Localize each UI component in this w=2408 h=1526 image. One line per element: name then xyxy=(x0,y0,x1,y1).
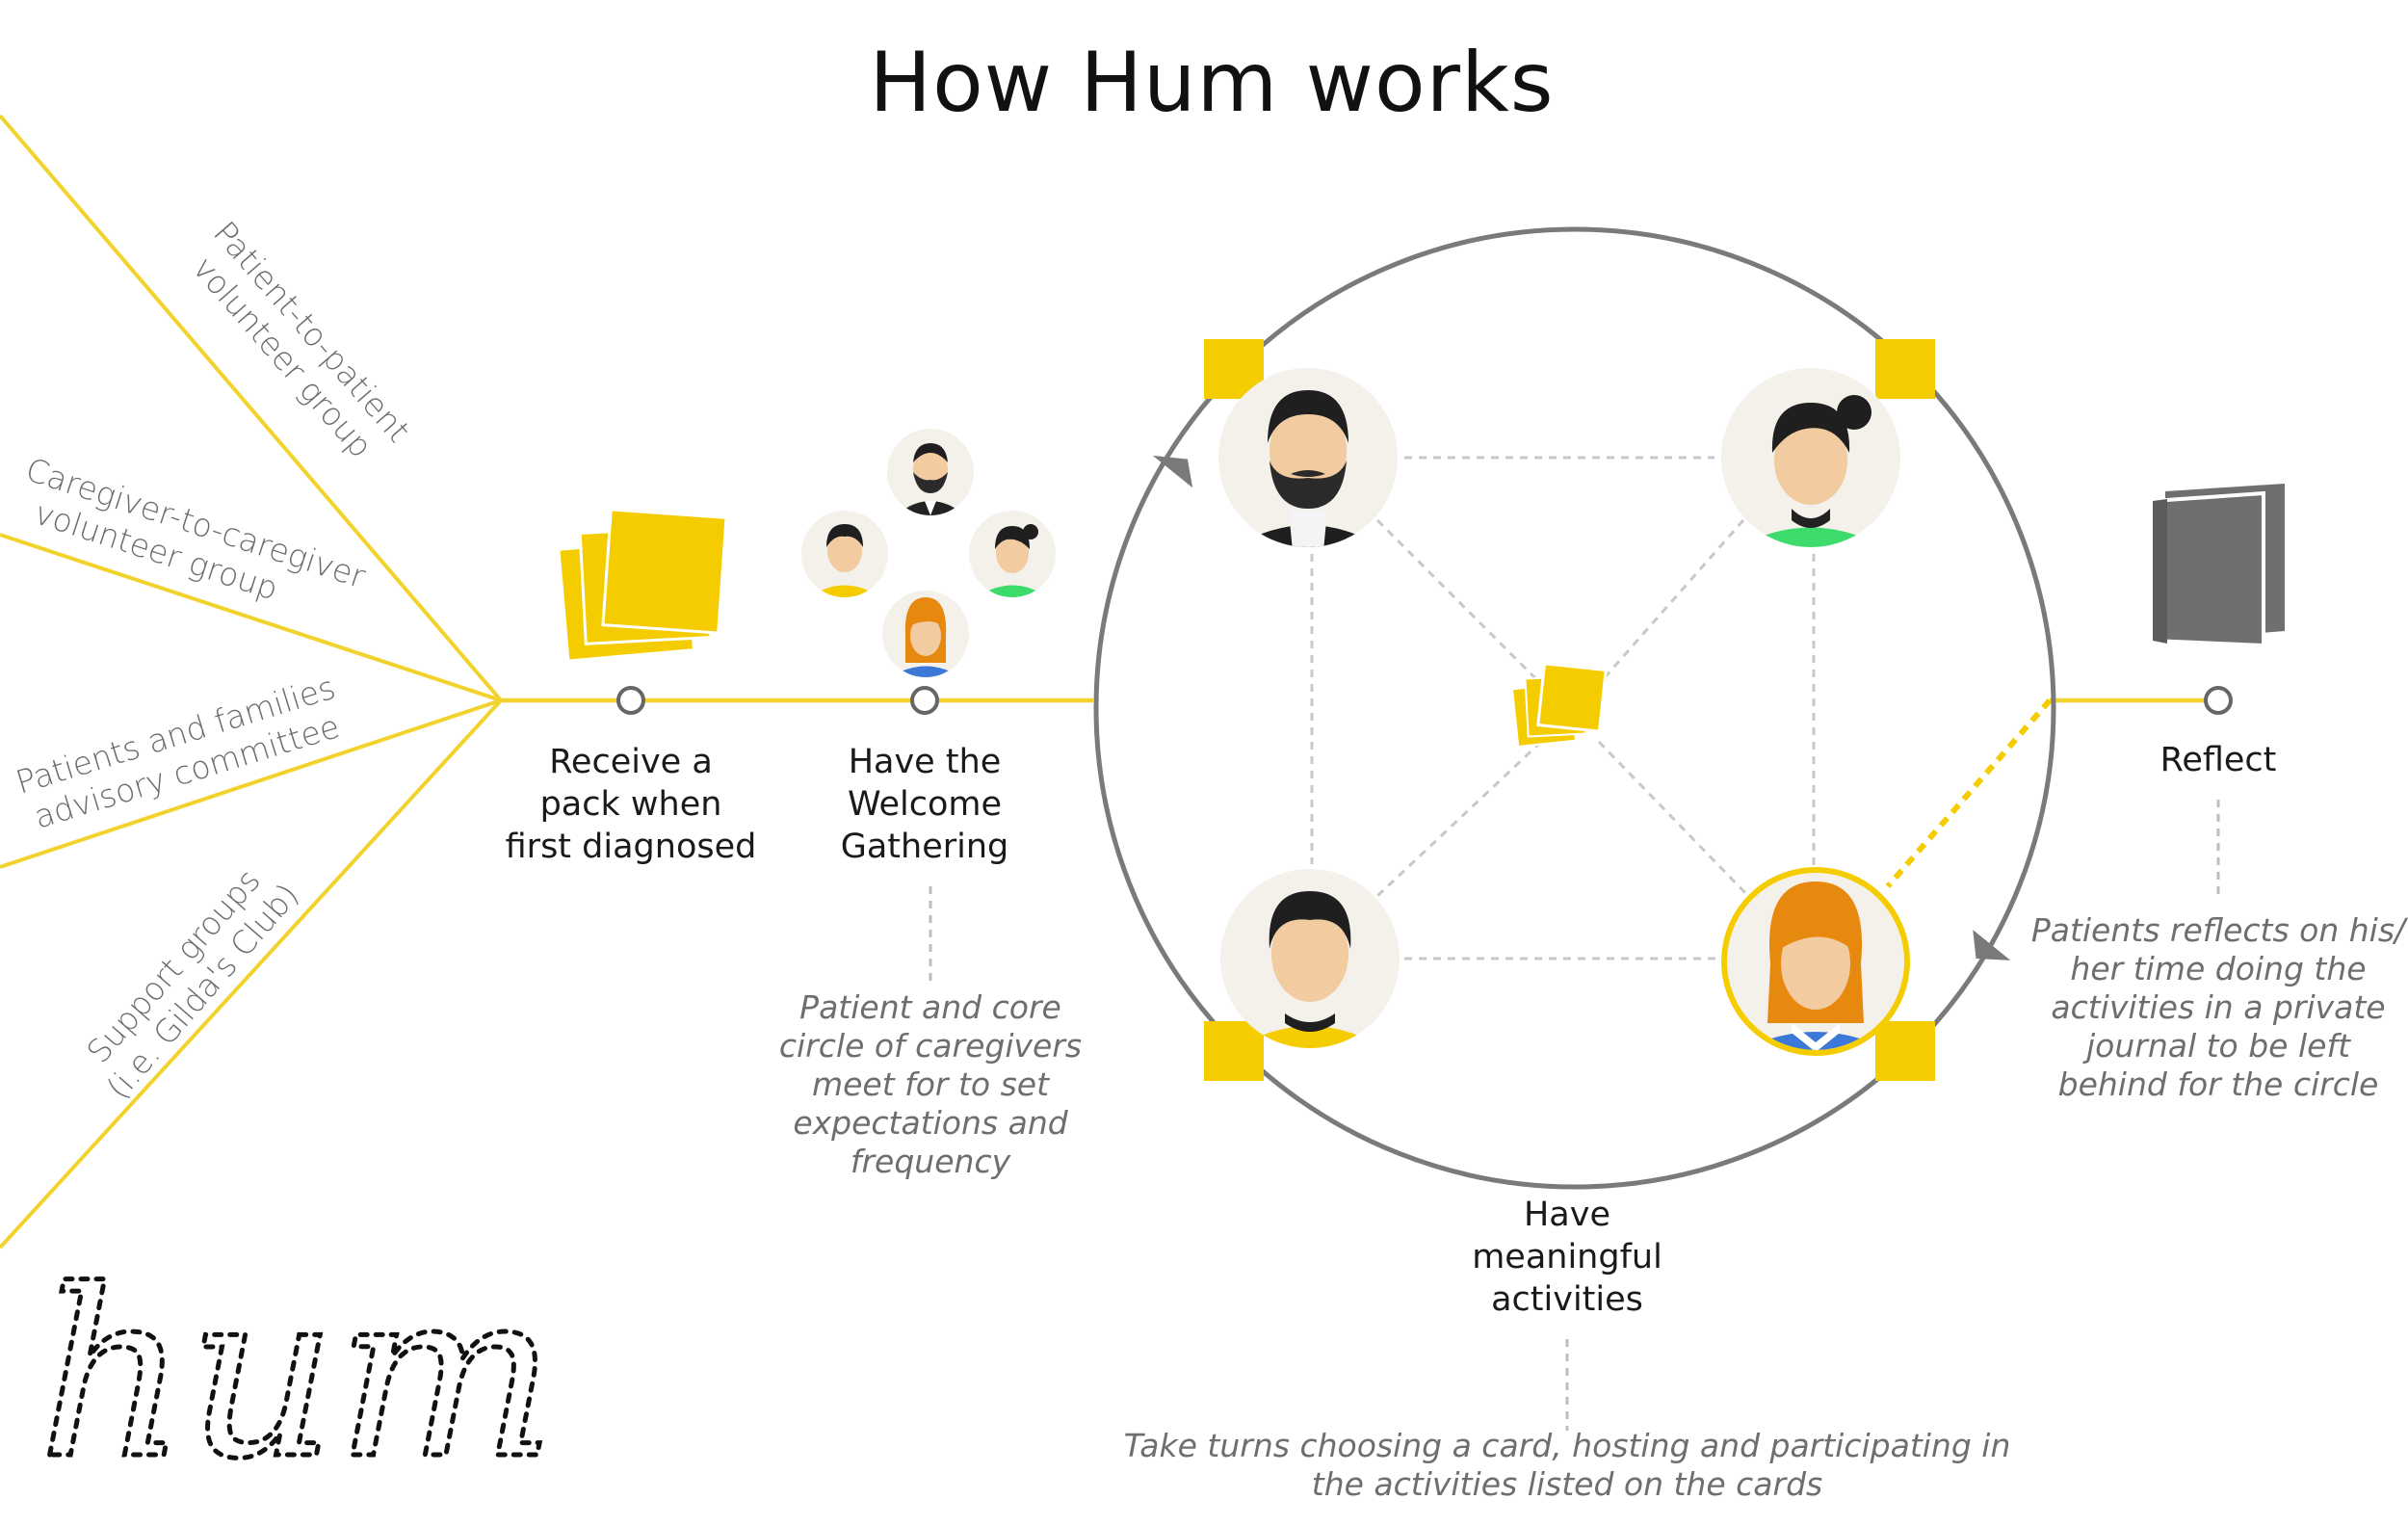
svg-text:Patient and core: Patient and core xyxy=(799,988,1061,1026)
journal-book-icon xyxy=(2151,484,2285,648)
svg-text:first diagnosed: first diagnosed xyxy=(506,828,757,866)
network-lines xyxy=(1310,456,1816,960)
person-avatar-icon xyxy=(1220,869,1400,1048)
svg-text:Reflect: Reflect xyxy=(2160,741,2277,779)
step-reflect-label: Reflect xyxy=(2160,741,2277,779)
person-avatar-icon xyxy=(887,429,974,515)
step-welcome-label: Have the Welcome Gathering xyxy=(841,743,1009,866)
timeline-node-reflect xyxy=(2204,686,2233,715)
card-stack-icon xyxy=(558,508,728,662)
svg-text:her time doing the: her time doing the xyxy=(2070,950,2366,987)
person-avatar-icon xyxy=(1721,368,1900,547)
svg-text:expectations and: expectations and xyxy=(793,1104,1068,1142)
page-title: How Hum works xyxy=(869,35,1554,131)
svg-text:the activities listed on the c: the activities listed on the cards xyxy=(1312,1465,1822,1503)
step-receive-label: Receive a pack when first diagnosed xyxy=(506,743,757,866)
step-activities-label: Have meaningful activities xyxy=(1472,1196,1662,1319)
timeline-node-receive xyxy=(616,686,645,715)
reflect-connector xyxy=(1885,698,2053,888)
branch-label-patient-group: Patient-to-patient volunteer group xyxy=(186,214,418,464)
timeline-node-welcome xyxy=(910,686,939,715)
cycle-arrow-icon xyxy=(1152,455,1193,488)
svg-text:meet for to set: meet for to set xyxy=(812,1066,1050,1103)
cycle-arrow-icon xyxy=(1973,930,2011,960)
branch-lines xyxy=(0,114,503,1250)
person-avatar-icon xyxy=(969,511,1056,597)
svg-text:meaningful: meaningful xyxy=(1472,1238,1662,1276)
svg-text:pack when: pack when xyxy=(540,785,722,824)
svg-text:activities in a private: activities in a private xyxy=(2051,988,2385,1026)
svg-text:Have the: Have the xyxy=(849,743,1002,781)
note-connectors xyxy=(929,800,2220,1431)
svg-text:behind for the circle: behind for the circle xyxy=(2058,1066,2379,1103)
svg-text:Take turns choosing a card, ho: Take turns choosing a card, hosting and … xyxy=(1124,1427,2011,1464)
activities-note: Take turns choosing a card, hosting and … xyxy=(1124,1427,2011,1503)
person-avatar-icon xyxy=(1721,867,1910,1056)
svg-text:Have: Have xyxy=(1524,1196,1610,1234)
svg-text:Receive a: Receive a xyxy=(549,743,713,781)
branch-label-caregiver-group: Caregiver-to-caregiver volunteer group xyxy=(21,450,371,607)
svg-text:journal to be left: journal to be left xyxy=(2082,1027,2351,1065)
svg-text:activities: activities xyxy=(1491,1280,1643,1319)
svg-text:frequency: frequency xyxy=(851,1143,1011,1180)
svg-text:Patients reflects on his/: Patients reflects on his/ xyxy=(2031,911,2408,949)
svg-text:Gathering: Gathering xyxy=(841,828,1009,866)
hum-logo: hum xyxy=(39,1240,556,1510)
person-avatar-icon xyxy=(882,591,969,677)
card-stack-icon xyxy=(1510,662,1608,749)
welcome-gathering-avatars xyxy=(801,429,1056,677)
branch-label-advisory-committee: Patients and families advisory committee xyxy=(12,669,344,836)
corner-card-squares xyxy=(1204,339,1935,1081)
activity-cycle-ring xyxy=(1093,226,2056,1190)
person-avatar-icon xyxy=(1218,368,1398,547)
reflect-note: Patients reflects on his/ her time doing… xyxy=(2031,911,2408,1103)
svg-text:circle of caregivers: circle of caregivers xyxy=(779,1027,1082,1065)
svg-text:Welcome: Welcome xyxy=(848,785,1002,824)
branch-label-support-groups: Support groups (i.e. Gilda's Club) xyxy=(79,861,305,1106)
welcome-note: Patient and core circle of caregivers me… xyxy=(779,988,1082,1180)
person-avatar-icon xyxy=(801,511,888,597)
